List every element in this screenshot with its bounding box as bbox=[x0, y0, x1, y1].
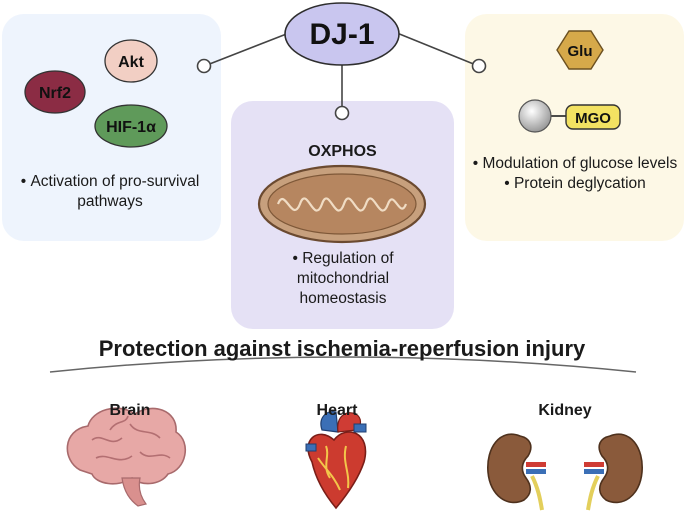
hif-oval bbox=[94, 104, 168, 148]
middle-bullet-list: Regulation of mitochondrial homeostasis bbox=[258, 249, 428, 309]
oxphos-title: OXPHOS bbox=[308, 143, 377, 160]
left-bullet-list: Activation of pro-survival pathways bbox=[20, 172, 200, 212]
connector-node-middle bbox=[334, 105, 350, 121]
organ-label-brain: Brain bbox=[109, 402, 151, 419]
dj1-label: DJ-1 bbox=[309, 18, 374, 51]
mgo-box bbox=[565, 104, 621, 130]
akt-label: Akt bbox=[118, 54, 144, 71]
connector-node-left bbox=[196, 58, 212, 74]
connector-node-right bbox=[471, 58, 487, 74]
brain-icon bbox=[66, 407, 186, 507]
glu-label: Glu bbox=[568, 43, 593, 60]
mitochondrion-icon bbox=[257, 164, 427, 244]
bullet-survival-pathways: Activation of pro-survival pathways bbox=[20, 172, 200, 212]
heart-icon bbox=[305, 411, 367, 510]
glucose-hexagon bbox=[556, 30, 604, 70]
bullet-glucose-levels: Modulation of glucose levels bbox=[470, 154, 680, 174]
organ-label-heart: Heart bbox=[316, 402, 358, 419]
nrf2-oval bbox=[24, 70, 86, 114]
protection-title: Protection against ischemia-reperfusion … bbox=[98, 336, 586, 361]
akt-oval bbox=[104, 39, 158, 83]
hif-label: HIF-1α bbox=[106, 119, 156, 136]
kidney-icon bbox=[487, 433, 643, 511]
organ-label-kidney: Kidney bbox=[538, 402, 592, 419]
bullet-protein-deglycation: Protein deglycation bbox=[470, 174, 680, 194]
divider-arc bbox=[49, 356, 637, 373]
protein-sphere-icon bbox=[518, 99, 552, 133]
mgo-label: MGO bbox=[575, 110, 611, 127]
nrf2-label: Nrf2 bbox=[39, 85, 71, 102]
bullet-mitochondrial-homeostasis: Regulation of mitochondrial homeostasis bbox=[258, 249, 428, 309]
connector-lines bbox=[206, 32, 477, 110]
dj1-ellipse bbox=[284, 2, 400, 66]
right-bullet-list: Modulation of glucose levels Protein deg… bbox=[470, 154, 680, 194]
